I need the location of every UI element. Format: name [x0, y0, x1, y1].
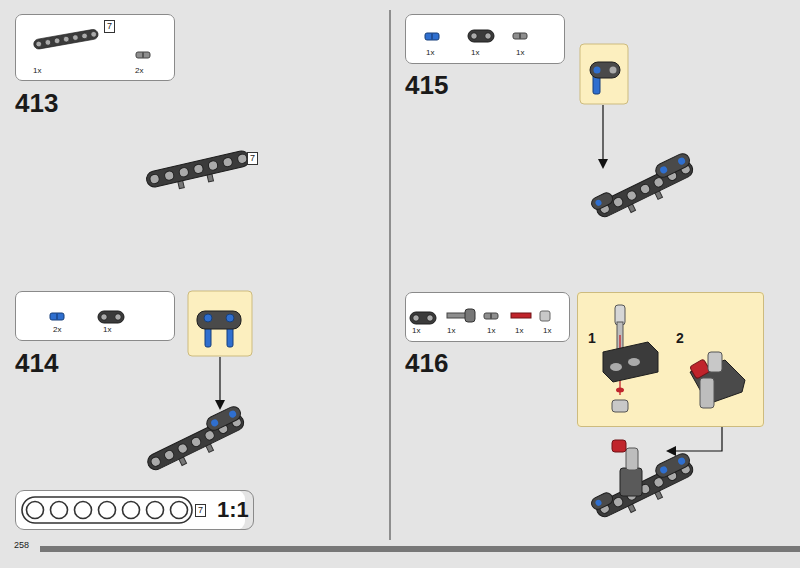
length-callout: 7 [195, 504, 206, 517]
part-count: 1:1 [217, 499, 249, 521]
substep-number: 2 [676, 331, 684, 345]
part-count: 1x [471, 49, 479, 57]
parts-box: 2x 1x [15, 291, 175, 341]
part-count: 1x [487, 327, 495, 335]
step-number: 416 [405, 350, 448, 376]
part-count: 1x [515, 327, 523, 335]
part-count: 1x [516, 49, 524, 57]
substep-number: 1 [588, 331, 596, 345]
length-callout: 7 [104, 20, 115, 33]
part-count: 2x [53, 326, 61, 334]
step-number: 415 [405, 72, 448, 98]
page-number: 258 [14, 541, 29, 550]
part-count: 1x [33, 67, 41, 75]
parts-box: 1x 1x 1x 1x 1x [405, 292, 570, 342]
scale-box: 7 1:1 [15, 490, 254, 530]
part-count: 2x [135, 67, 143, 75]
step-number: 414 [15, 350, 58, 376]
length-callout: 7 [247, 152, 258, 165]
part-count: 1x [543, 327, 551, 335]
parts-box: 7 1x 2x [15, 14, 175, 81]
step-number: 413 [15, 90, 58, 116]
part-count: 1x [447, 327, 455, 335]
parts-box: 1x 1x 1x [405, 14, 565, 64]
part-count: 1x [412, 327, 420, 335]
callout-box: 12 [577, 292, 764, 427]
part-count: 1x [103, 326, 111, 334]
part-count: 1x [426, 49, 434, 57]
